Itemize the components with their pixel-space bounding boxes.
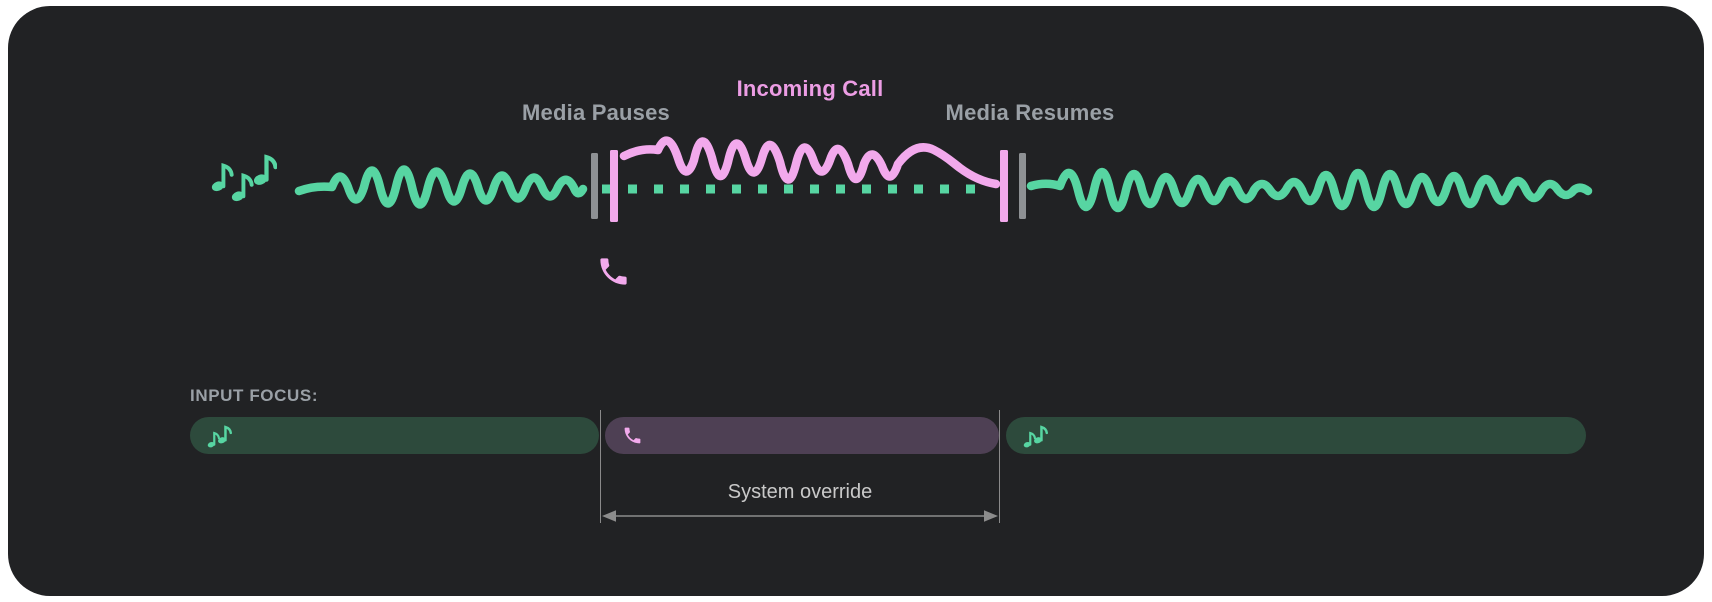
music-notes-icon — [207, 424, 234, 448]
override-guide-line-left — [600, 410, 601, 523]
resume-marker-pink — [1000, 150, 1008, 222]
music-notes-icon — [210, 157, 275, 203]
media-pauses-label: Media Pauses — [522, 100, 670, 125]
system-override-arrow — [602, 510, 998, 522]
arrow-right-head — [984, 510, 998, 522]
resume-marker-gray — [1019, 153, 1026, 219]
pause-marker-gray — [591, 153, 598, 219]
phone-icon — [600, 258, 627, 285]
pause-marker-pink — [610, 150, 618, 222]
incoming-call-wave — [619, 136, 1001, 189]
timeline-waveform — [0, 136, 1593, 285]
media-wave-left — [294, 165, 588, 209]
system-override-label: System override — [727, 481, 873, 503]
media-focus-bar-right — [1006, 417, 1586, 454]
music-notes-icon — [1023, 424, 1050, 448]
media-wave-right — [1026, 167, 1593, 213]
override-guide-line-right — [999, 410, 1000, 523]
media-focus-bar-left — [190, 417, 599, 454]
dark-panel — [8, 6, 1704, 596]
arrow-left-head — [602, 510, 616, 522]
phone-icon — [622, 425, 643, 446]
input-focus-label: INPUT FOCUS: — [190, 386, 319, 405]
media-resumes-label: Media Resumes — [945, 100, 1115, 125]
incoming-call-label: Incoming Call — [736, 76, 884, 101]
call-focus-bar — [605, 417, 999, 454]
